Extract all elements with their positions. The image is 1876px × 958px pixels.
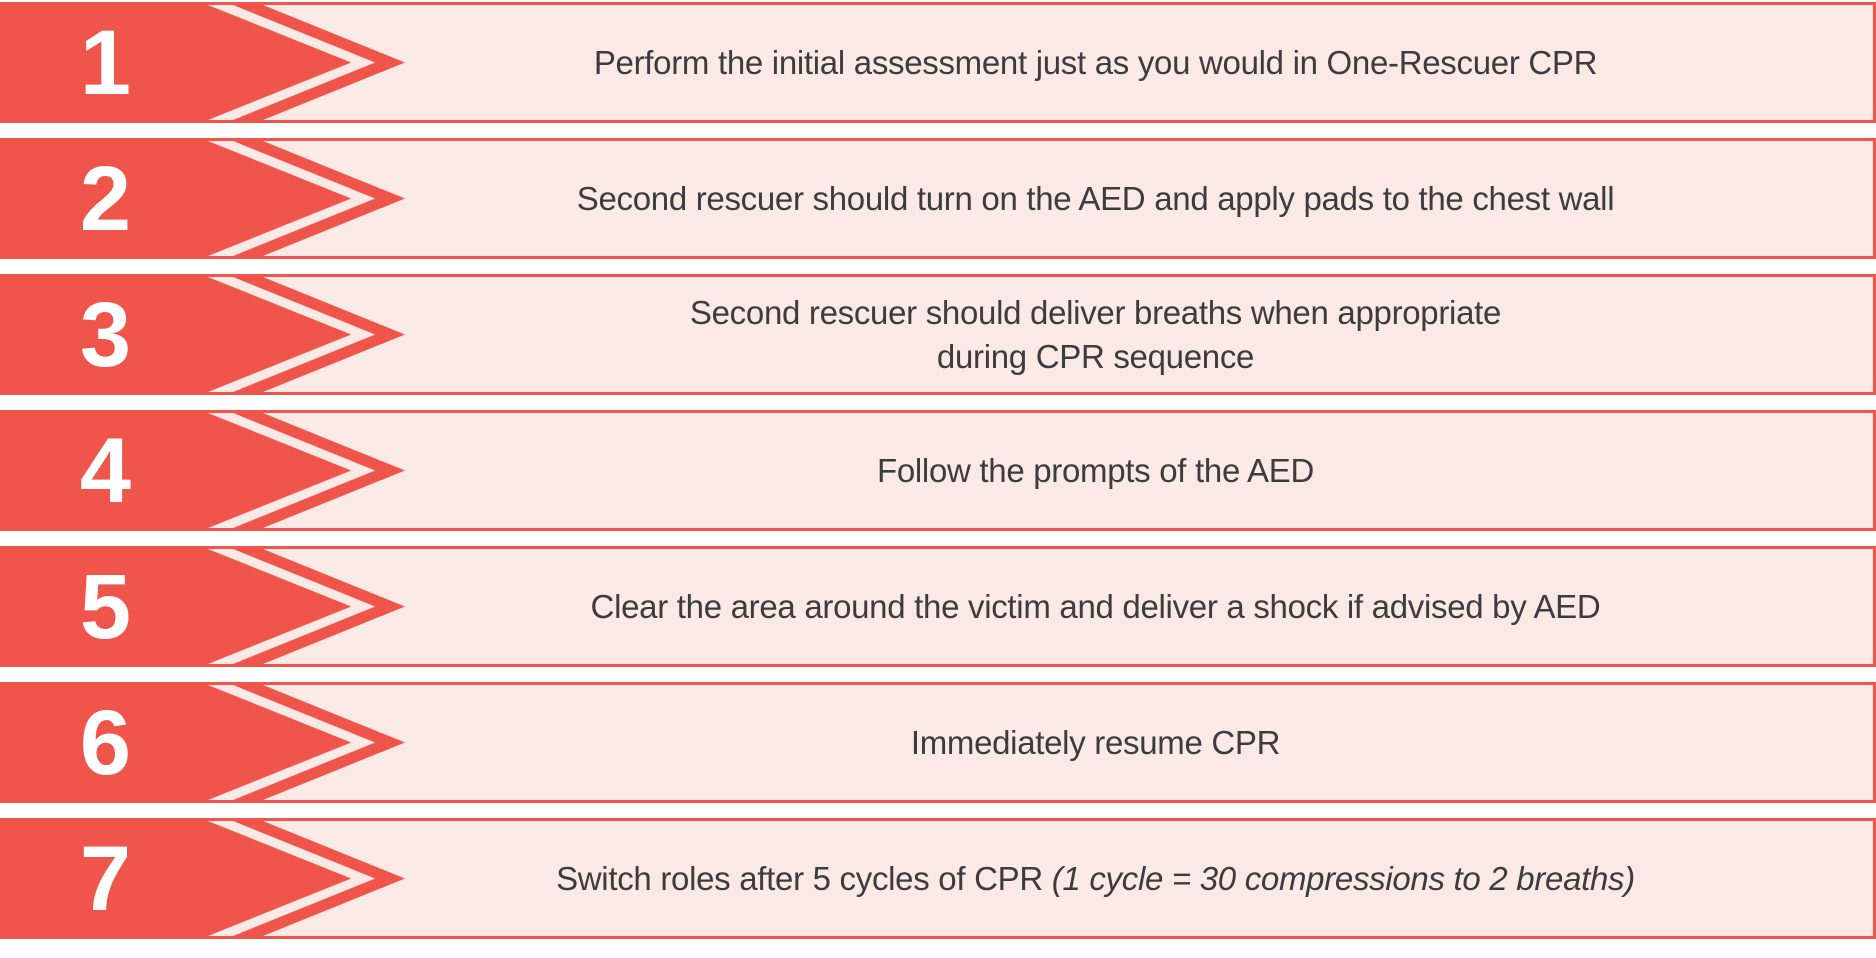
step-row: 3 Second rescuer should deliver breaths w… (0, 274, 1876, 395)
step-text-line: Immediately resume CPR (423, 721, 1768, 765)
step-text-line: Follow the prompts of the AED (423, 449, 1768, 493)
step-row: 2 Second rescuer should turn on the AED a… (0, 138, 1876, 259)
step-number: 4 (79, 419, 132, 522)
step-arrow: 3 (3, 277, 423, 392)
step-text-plain: Second rescuer should deliver breaths wh… (689, 293, 1502, 331)
step-text-plain: Perform the initial assessment just as y… (593, 43, 1598, 81)
step-row: 4 Follow the prompts of the AED (0, 410, 1876, 531)
step-description: Perform the initial assessment just as y… (423, 5, 1873, 120)
step-description: Second rescuer should deliver breaths wh… (423, 277, 1873, 392)
step-description: Immediately resume CPR (423, 685, 1873, 800)
step-text-line: Second rescuer should deliver breaths wh… (423, 291, 1768, 335)
step-row: 5 Clear the area around the victim and de… (0, 546, 1876, 667)
step-text-italic: (1 cycle = 30 compressions to 2 breaths) (1051, 859, 1636, 897)
step-arrow: 1 (3, 5, 423, 120)
step-row: 6 Immediately resume CPR (0, 682, 1876, 803)
step-number: 2 (79, 147, 132, 250)
step-arrow: 4 (3, 413, 423, 528)
step-number: 1 (79, 11, 132, 114)
step-description: Switch roles after 5 cycles of CPR (1 cy… (423, 821, 1873, 936)
step-text-plain: Clear the area around the victim and del… (590, 587, 1601, 625)
step-arrow: 2 (3, 141, 423, 256)
step-text-plain: Second rescuer should turn on the AED an… (576, 179, 1615, 217)
step-number: 6 (79, 691, 132, 794)
step-text-plain: Follow the prompts of the AED (876, 451, 1314, 489)
step-row: 1 Perform the initial assessment just as … (0, 2, 1876, 123)
step-text-line: Perform the initial assessment just as y… (423, 41, 1768, 85)
step-arrow: 6 (3, 685, 423, 800)
step-text-line: Clear the area around the victim and del… (423, 585, 1768, 629)
step-text-plain: during CPR sequence (936, 337, 1255, 375)
step-text-plain: Immediately resume CPR (910, 723, 1281, 761)
step-number: 7 (79, 827, 132, 930)
step-row: 7 Switch roles after 5 cycles of CPR (1 c… (0, 818, 1876, 939)
step-text-line: during CPR sequence (423, 335, 1768, 379)
step-number: 5 (79, 555, 132, 658)
step-arrow: 7 (3, 821, 423, 936)
step-arrow: 5 (3, 549, 423, 664)
step-text-line: Switch roles after 5 cycles of CPR (1 cy… (423, 857, 1768, 901)
step-text-line: Second rescuer should turn on the AED an… (423, 177, 1768, 221)
step-description: Follow the prompts of the AED (423, 413, 1873, 528)
step-text-plain: Switch roles after 5 cycles of CPR (556, 859, 1052, 897)
step-description: Clear the area around the victim and del… (423, 549, 1873, 664)
step-description: Second rescuer should turn on the AED an… (423, 141, 1873, 256)
step-number: 3 (79, 283, 132, 386)
